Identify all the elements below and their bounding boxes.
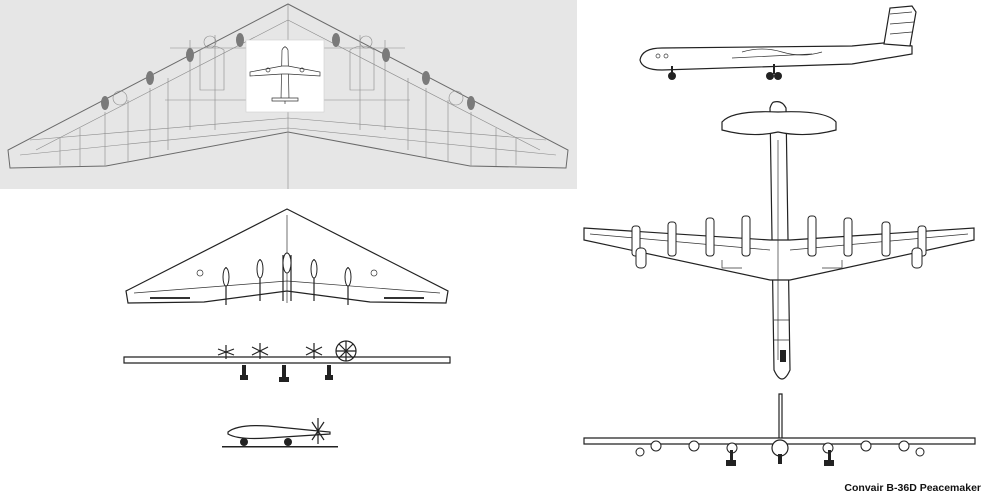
blueprint-drawing [0,0,577,189]
flying-wing-side-view [218,410,338,452]
b36-engines [631,215,927,269]
b36-side-view [632,2,922,84]
wing-front-drawing [123,340,451,382]
b36-horizontal-stabilizer [721,111,837,136]
b36-front-fuselage [771,439,789,457]
flying-wing-front-view [122,335,452,385]
wing-front-span [123,356,451,364]
b36-side-gear [668,64,782,80]
flying-wing-blueprint [0,0,577,189]
inset-airplane [249,46,321,104]
drawing-caption: Convair B-36D Peacemaker [844,482,981,494]
b36-side-drawing [639,5,917,80]
wing-top-drawing [125,208,449,305]
wing-side-drawing [222,418,338,448]
b36-top-drawing [583,101,975,380]
b36-tail-fin [883,5,917,47]
b36-front-fin [778,393,783,441]
b36-front-gear [726,450,834,466]
propellers [217,340,357,362]
b36-front-engines [635,440,925,457]
flying-wing-top-view [120,205,455,315]
side-profile [227,425,331,440]
b36-front-drawing [583,393,976,466]
landing-gear [240,365,333,382]
b36-front-view [582,392,977,472]
b36-top-view [582,100,977,390]
